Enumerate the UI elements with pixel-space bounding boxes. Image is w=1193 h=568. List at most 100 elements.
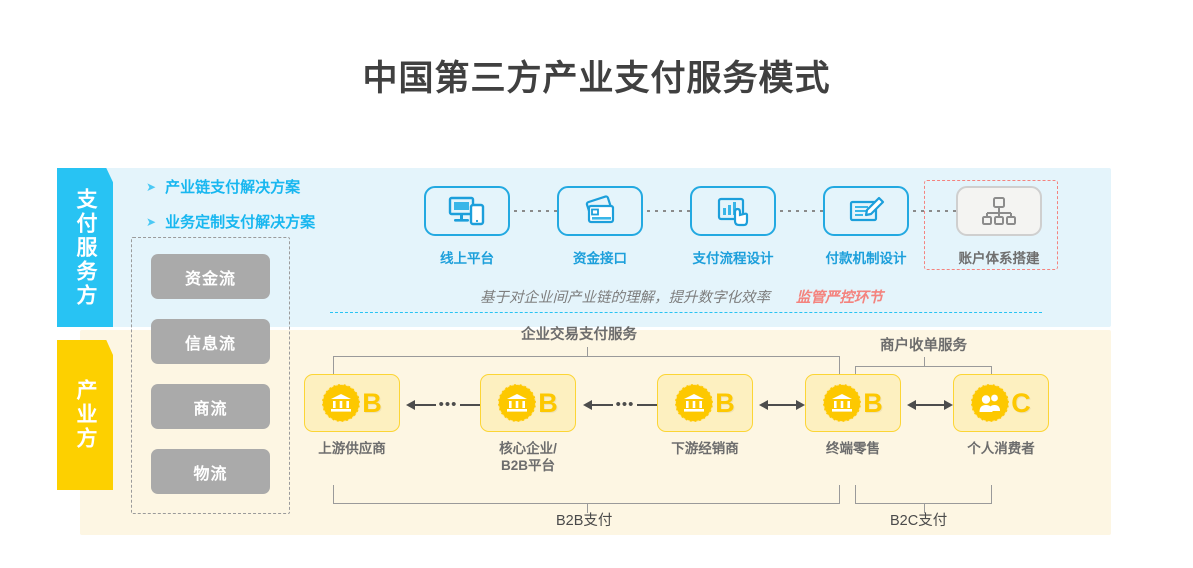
step-payout-mechanism-design-box — [823, 186, 909, 236]
flow-pill-capital: 资金流 — [151, 254, 270, 299]
chain-node-downstream-distributor-card: B — [657, 374, 753, 432]
bank-icon — [823, 384, 862, 422]
chain-node-individual-consumer-label: 个人消费者 — [967, 441, 1035, 456]
bottom-label-b2c-payment: B2C支付 — [890, 513, 948, 529]
people-icon — [971, 384, 1010, 422]
divider-dashed-blue — [330, 312, 1042, 313]
industry-panel — [80, 330, 1111, 535]
bullet-item-0: ➤ 产业链支付解决方案 — [146, 176, 315, 197]
step-account-system-setup[interactable]: 账户体系搭建 — [956, 186, 1042, 267]
arrow-line — [592, 404, 613, 406]
payment-service-panel — [80, 168, 1111, 327]
step-payment-flow-design-label: 支付流程设计 — [692, 251, 774, 266]
chain-node-core-enterprise-badge: B — [538, 387, 558, 418]
arrow-right-head-icon — [944, 400, 953, 410]
group-label-merchant-acquiring: 商户收单服务 — [880, 338, 967, 354]
chain-node-terminal-retail-card: B — [805, 374, 901, 432]
bullet-item-1-label: 业务定制支付解决方案 — [165, 214, 316, 231]
chain-arrow-1: ••• — [583, 396, 668, 413]
step-payout-mechanism-design[interactable]: 付款机制设计 — [823, 186, 909, 267]
chain-node-upstream-supplier-label: 上游供应商 — [318, 441, 386, 456]
flow-pill-logistics: 物流 — [151, 449, 270, 494]
chain-node-core-enterprise[interactable]: B 核心企业/ B2B平台 — [480, 374, 576, 474]
step-connector-2 — [780, 210, 824, 212]
solution-bullet-list: ➤ 产业链支付解决方案 ➤ 业务定制支付解决方案 — [146, 176, 315, 246]
arrow-left-head-icon — [406, 400, 415, 410]
arrow-dots: ••• — [615, 396, 635, 413]
arrow-marker-icon: ➤ — [146, 214, 157, 229]
arrow-left-head-icon — [583, 400, 592, 410]
bracket-b2b-service — [333, 347, 840, 375]
step-connector-0 — [514, 210, 558, 212]
bullet-item-1: ➤ 业务定制支付解决方案 — [146, 211, 315, 232]
arrow-marker-icon: ➤ — [146, 179, 157, 194]
step-online-platform-label: 线上平台 — [440, 251, 494, 266]
bottom-label-b2b-payment: B2B支付 — [556, 513, 613, 529]
caption-highlight: 监管严控环节 — [796, 290, 883, 306]
step-payment-flow-design-box — [690, 186, 776, 236]
flow-pill-information: 信息流 — [151, 319, 270, 364]
chain-arrow-0: ••• — [406, 396, 491, 413]
flow-pill-commerce: 商流 — [151, 384, 270, 429]
service-step-row: 线上平台 资金接口 — [424, 186, 1044, 268]
bank-icon — [322, 384, 361, 422]
flow-types-group: 资金流 信息流 商流 物流 — [131, 237, 290, 514]
step-payout-mechanism-design-label: 付款机制设计 — [825, 251, 907, 266]
chain-node-individual-consumer-badge: C — [1011, 387, 1031, 418]
tab-payment-service-provider: 支付服务方 — [57, 168, 113, 327]
arrow-line — [768, 404, 796, 406]
tab-payment-service-provider-label: 支付服务方 — [74, 187, 97, 308]
arrow-right-head-icon — [796, 400, 805, 410]
org-chart-icon — [982, 197, 1016, 225]
step-connector-3 — [913, 210, 957, 212]
step-online-platform-box — [424, 186, 510, 236]
chain-node-terminal-retail[interactable]: B 终端零售 — [805, 374, 901, 457]
arrow-dots: ••• — [438, 396, 458, 413]
step-fund-interface-box — [557, 186, 643, 236]
step-fund-interface[interactable]: 资金接口 — [557, 186, 643, 267]
chain-node-upstream-supplier[interactable]: B 上游供应商 — [304, 374, 400, 457]
arrow-left-head-icon — [907, 400, 916, 410]
step-connector-1 — [647, 210, 691, 212]
step-payment-flow-design[interactable]: 支付流程设计 — [690, 186, 776, 267]
bullet-item-0-label: 产业链支付解决方案 — [165, 179, 301, 196]
chain-node-upstream-supplier-badge: B — [362, 387, 382, 418]
arrow-line — [460, 404, 482, 406]
chain-node-upstream-supplier-card: B — [304, 374, 400, 432]
chain-node-individual-consumer-card: C — [953, 374, 1049, 432]
credit-card-icon — [585, 195, 615, 224]
bracket-b2b-payment — [333, 485, 840, 513]
chain-node-core-enterprise-label: 核心企业/ B2B平台 — [480, 440, 576, 474]
page-title: 中国第三方产业支付服务模式 — [362, 59, 831, 98]
chain-node-downstream-distributor-label: 下游经销商 — [671, 441, 739, 456]
caption-row: 基于对企业间产业链的理解，提升数字化效率 监管严控环节 — [0, 286, 1193, 307]
bank-icon — [675, 384, 714, 422]
bank-icon — [498, 384, 537, 422]
monitor-phone-icon — [448, 196, 485, 226]
chain-node-individual-consumer[interactable]: C 个人消费者 — [953, 374, 1049, 457]
chain-node-terminal-retail-badge: B — [863, 387, 883, 418]
bracket-b2c-payment — [855, 485, 992, 513]
arrow-line — [637, 404, 659, 406]
chain-node-core-enterprise-card: B — [480, 374, 576, 432]
regulated-step-highlight — [924, 180, 1058, 270]
arrow-line — [916, 404, 944, 406]
chain-arrow-2 — [759, 398, 805, 412]
chart-tap-icon — [717, 197, 749, 227]
chain-node-core-enterprise-label-line2: B2B平台 — [500, 458, 555, 473]
arrow-line — [415, 404, 436, 406]
arrow-left-head-icon — [759, 400, 768, 410]
step-fund-interface-label: 资金接口 — [573, 251, 627, 266]
step-online-platform[interactable]: 线上平台 — [424, 186, 510, 267]
chain-node-core-enterprise-label-line1: 核心企业/ — [499, 441, 557, 456]
chain-node-terminal-retail-label: 终端零售 — [826, 441, 880, 456]
step-account-system-setup-label: 账户体系搭建 — [958, 251, 1040, 266]
tab-industry-party: 产业方 — [57, 340, 113, 490]
chain-node-downstream-distributor-badge: B — [715, 387, 735, 418]
chain-arrow-3 — [907, 398, 953, 412]
document-pen-icon — [849, 196, 885, 222]
chain-node-downstream-distributor[interactable]: B 下游经销商 — [657, 374, 753, 457]
caption-main: 基于对企业间产业链的理解，提升数字化效率 — [480, 290, 770, 306]
